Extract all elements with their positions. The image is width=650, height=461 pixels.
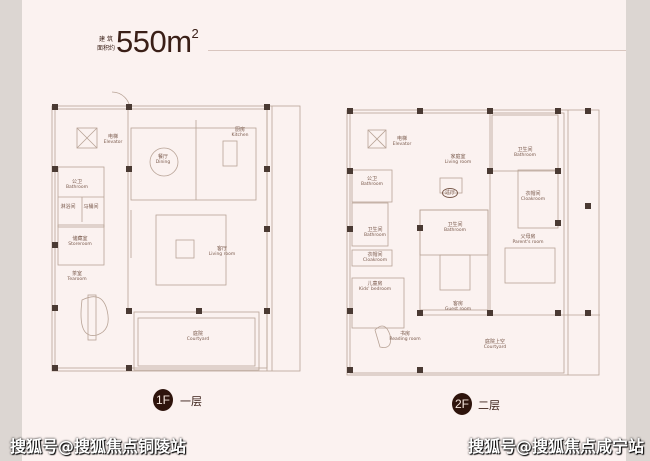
watermark-left: 搜狐号@搜狐焦点铜陵站 [10,437,187,456]
floor1-pillars [52,104,270,371]
floor2-badge: 2F [452,393,472,415]
floor2-name: 二层 [478,399,500,412]
floor1-badge: 1F [153,389,173,411]
room-label-shower: 淋浴间 [60,204,76,210]
floor1-name: 一层 [180,395,202,408]
floor2-pillars [347,108,591,373]
area-value: 550m2 [116,24,199,60]
header-divider [208,50,626,51]
room-label-hall: 过厅 [441,188,459,198]
room-label-toilet: 马桶间 [83,204,99,210]
area-label-line2: 面积约 [96,45,115,52]
area-label: 建 筑面积约 [94,35,118,53]
floor1-plan [51,91,301,372]
floorplan-page [22,0,626,461]
area-label-line1: 建 筑 [99,36,113,43]
area-unit-sup: 2 [191,26,199,41]
area-number: 550m [116,24,192,59]
watermark-right: 搜狐号@搜狐焦点咸宁站 [468,437,645,456]
floor2-plan [346,108,600,376]
